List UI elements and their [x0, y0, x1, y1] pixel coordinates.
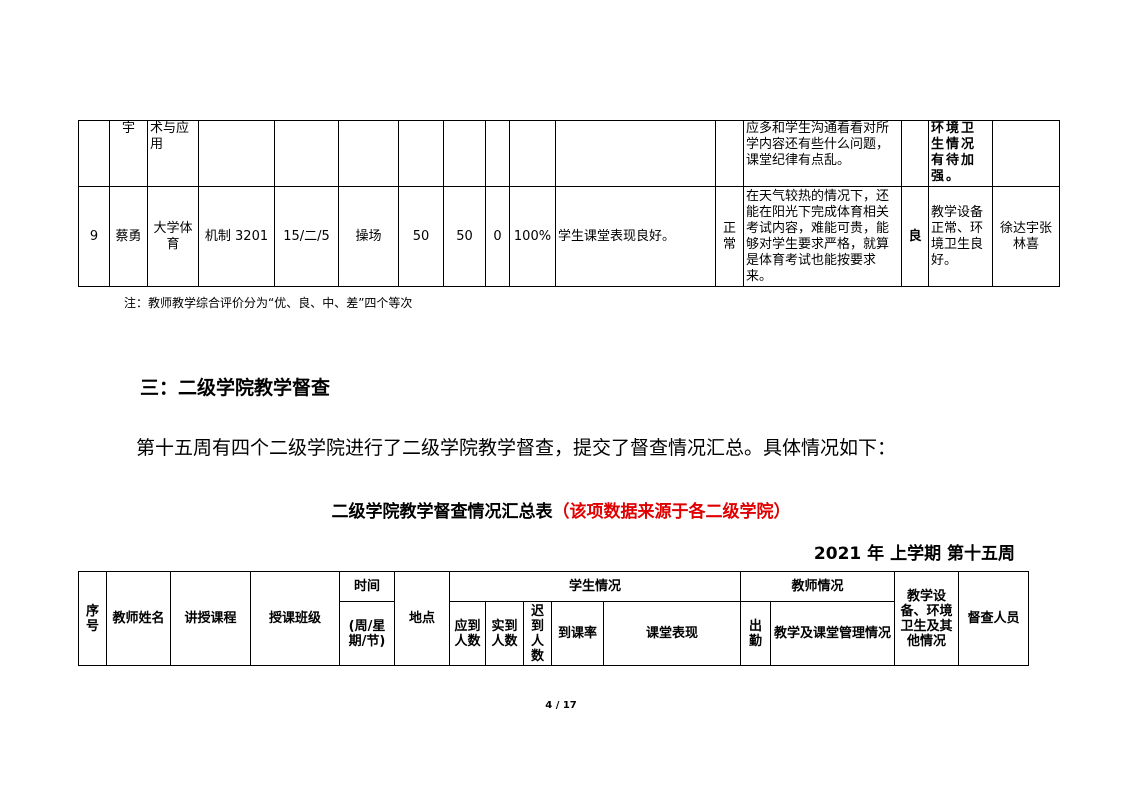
- cell-supervisors: [992, 120, 1060, 187]
- section-paragraph: 第十五周有四个二级学院进行了二级学院教学督查，提交了督查情况汇总。具体情况如下：: [136, 437, 897, 459]
- cell-actual: [443, 120, 486, 187]
- cell-rate: 100%: [509, 186, 556, 287]
- table-title-source-note: （该项数据来源于各二级学院）: [552, 502, 791, 522]
- cell-environment: 教学设备正常、环境卫生良好。: [928, 186, 993, 287]
- cell-late: [485, 120, 510, 187]
- cell-rating: 良: [901, 186, 929, 287]
- section-title: 三：二级学院教学督查: [140, 377, 331, 399]
- header-place: 地点: [394, 571, 450, 666]
- cell-performance: 学生课堂表现良好。: [555, 186, 716, 287]
- cell-place: [338, 120, 399, 187]
- page-number: 4 / 17: [545, 700, 577, 711]
- header-time-unit: (周/星期/节): [339, 601, 395, 666]
- cell-attendance: [715, 120, 744, 187]
- rating-note: 注：教师教学综合评价分为“优、良、中、差”四个等次: [124, 296, 413, 310]
- header-supervisors: 督查人员: [958, 571, 1029, 666]
- header-attendance: 出勤: [740, 601, 771, 666]
- header-teacher-name: 教师姓名: [106, 571, 171, 666]
- term-label: 2021 年 上学期 第十五周: [813, 544, 1015, 564]
- cell-performance: [555, 120, 716, 187]
- cell-rate: [509, 120, 556, 187]
- header-student-info: 学生情况: [449, 571, 741, 602]
- cell-class: [198, 120, 275, 187]
- summary-table-header: 序号 教师姓名 讲授课程 授课班级 时间 地点 学生情况 教师情况 教学设备、环…: [78, 571, 1029, 666]
- header-row: (周/星期/节) 应到人数 实到人数 迟到人数 到课率 课堂表现 出勤 教学及课…: [79, 601, 1029, 666]
- cell-attendance: 正常: [715, 186, 744, 287]
- header-rate: 到课率: [551, 601, 604, 666]
- cell-teacher-name: 宇: [109, 120, 148, 187]
- header-expected: 应到人数: [449, 601, 486, 666]
- cell-actual: 50: [443, 186, 486, 287]
- cell-late: 0: [485, 186, 510, 287]
- cell-environment: 环境卫生情况有待加强。: [928, 120, 993, 187]
- header-time: 时间: [339, 571, 395, 602]
- cell-rating: [901, 120, 929, 187]
- cell-place: 操场: [338, 186, 399, 287]
- cell-time: [274, 120, 339, 187]
- table-title: 二级学院教学督查情况汇总表（该项数据来源于各二级学院）: [0, 497, 1122, 522]
- header-no: 序号: [78, 571, 107, 666]
- table-title-main: 二级学院教学督查情况汇总表: [331, 502, 553, 522]
- cell-expected: [398, 120, 444, 187]
- header-teacher-info: 教师情况: [740, 571, 895, 602]
- cell-teacher-name: 蔡勇: [109, 186, 148, 287]
- header-management: 教学及课堂管理情况: [770, 601, 895, 666]
- header-late: 迟到人数: [523, 601, 552, 666]
- table-row: 9 蔡勇 大学体育 机制 3201 15/二/5 操场 50 50 0 100%…: [78, 186, 1060, 287]
- cell-course: 大学体育: [147, 186, 199, 287]
- cell-no: [78, 120, 110, 187]
- header-actual: 实到人数: [485, 601, 524, 666]
- cell-expected: 50: [398, 186, 444, 287]
- header-row: 序号 教师姓名 讲授课程 授课班级 时间 地点 学生情况 教师情况 教学设备、环…: [78, 571, 1029, 666]
- cell-no: 9: [78, 186, 110, 287]
- header-course: 讲授课程: [170, 571, 251, 666]
- cell-class: 机制 3201: [198, 186, 275, 287]
- cell-management: 应多和学生沟通看看对所学内容还有些什么问题，课堂纪律有点乱。: [743, 120, 902, 187]
- cell-time: 15/二/5: [274, 186, 339, 287]
- table-row: 宇 术与应用 应多和学生沟通看看对所学内容还有些什么问题，课堂纪律有点乱。 环境…: [78, 120, 1060, 187]
- header-environment: 教学设备、环境卫生及其他情况: [894, 571, 959, 666]
- header-performance: 课堂表现: [603, 601, 741, 666]
- cell-supervisors: 徐达宇张林喜: [992, 186, 1060, 287]
- header-class: 授课班级: [250, 571, 340, 666]
- inspection-table-continued: 宇 术与应用 应多和学生沟通看看对所学内容还有些什么问题，课堂纪律有点乱。 环境…: [78, 120, 1060, 287]
- cell-management: 在天气较热的情况下，还能在阳光下完成体育相关考试内容，难能可贵，能够对学生要求严…: [743, 186, 902, 287]
- cell-course: 术与应用: [147, 120, 199, 187]
